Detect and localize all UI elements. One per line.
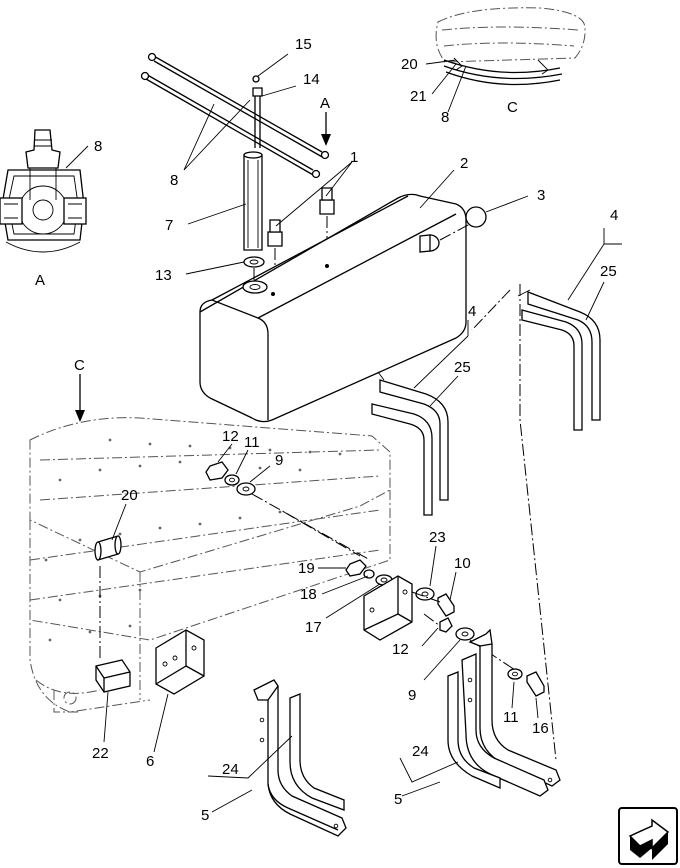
leader-lines	[65, 53, 622, 813]
callout-6: 6	[146, 753, 154, 770]
callout-20-frame: 20	[121, 487, 138, 504]
view-c-arrow	[75, 374, 85, 422]
callout-16: 16	[532, 720, 549, 737]
chassis-frame	[29, 417, 391, 713]
callout-4-middle: 4	[468, 303, 476, 320]
callout-view-c-label: C	[507, 99, 518, 116]
fuel-tank	[199, 193, 471, 423]
callout-11-lower: 11	[503, 709, 519, 726]
callout-11-upper: 11	[244, 434, 260, 451]
next-page-arrow-icon	[628, 818, 670, 860]
callout-12-lower: 12	[392, 641, 409, 658]
callout-12-upper: 12	[222, 428, 239, 445]
callout-23: 23	[429, 529, 446, 546]
support-bracket-left	[253, 679, 347, 837]
hardware-upper	[205, 461, 371, 561]
callout-5-left: 5	[201, 807, 209, 824]
callout-1: 1	[350, 149, 358, 166]
callout-18: 18	[300, 586, 317, 603]
callout-3: 3	[537, 187, 545, 204]
callout-24-left: 24	[222, 761, 239, 778]
callout-9-upper: 9	[275, 452, 283, 469]
callout-5-right: 5	[394, 791, 402, 808]
next-page-button[interactable]	[618, 807, 678, 865]
callout-view-c-marker: C	[74, 357, 85, 374]
callout-10: 10	[454, 555, 471, 572]
assembly-guide-lines	[99, 284, 557, 761]
detail-c-view	[435, 7, 586, 86]
callout-view-a-marker: A	[320, 95, 330, 112]
callout-24-right: 24	[412, 743, 429, 760]
callout-21: 21	[410, 88, 427, 105]
callout-7: 7	[165, 217, 173, 234]
mounting-bracket-left	[155, 629, 205, 695]
fuel-gauge-sender	[243, 75, 265, 290]
callout-20-detail-c: 20	[401, 56, 418, 73]
hardware-lower	[423, 613, 545, 697]
callout-19: 19	[298, 560, 315, 577]
tank-straps	[140, 52, 330, 179]
callout-9-lower: 9	[408, 687, 416, 704]
callout-13: 13	[155, 267, 172, 284]
rubber-block	[95, 659, 131, 693]
callout-8-detail-c: 8	[441, 109, 449, 126]
callout-labels: 15 14 A 8 8 1 2 3 7 13 A 4 25 4 25 C 12 …	[35, 36, 618, 824]
callout-8-detail-a: 8	[94, 138, 102, 155]
detail-a-view	[0, 129, 87, 253]
callout-8-straps: 8	[170, 172, 178, 189]
hardware-center	[345, 559, 455, 641]
support-bracket-right	[447, 628, 561, 797]
spacer-sleeve	[94, 535, 122, 561]
strap-pads-right	[517, 289, 601, 431]
callout-22: 22	[92, 745, 109, 762]
callout-25-middle: 25	[454, 359, 471, 376]
callout-15: 15	[295, 36, 312, 53]
strap-pads-middle	[371, 371, 449, 516]
callout-14: 14	[303, 71, 320, 88]
view-a-arrow	[321, 112, 331, 146]
callout-view-a-label: A	[35, 272, 45, 289]
callout-17: 17	[305, 619, 322, 636]
callout-25-right: 25	[600, 263, 617, 280]
filler-cap	[465, 206, 487, 228]
callout-2: 2	[460, 155, 468, 172]
callout-4-right: 4	[610, 207, 618, 224]
